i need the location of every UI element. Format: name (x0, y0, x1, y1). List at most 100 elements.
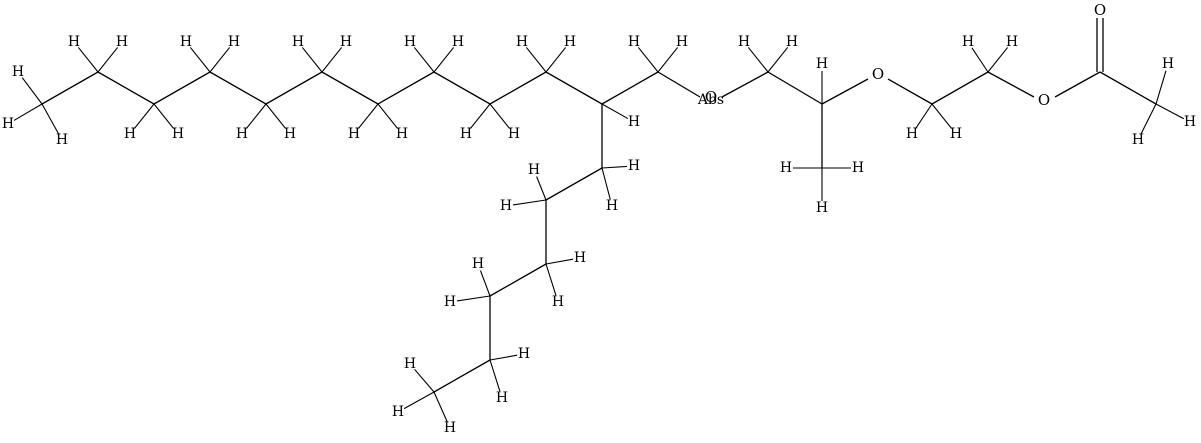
hydrogen-atom: H (452, 34, 464, 50)
hydrogen-atom: H (852, 160, 864, 176)
hydrogen-atom: H (552, 294, 564, 310)
hydrogen-atom: H (738, 34, 750, 50)
carbonyl-methyl-bond (1099, 71, 1157, 105)
c-h-bond (915, 103, 933, 129)
c-h-bond (489, 103, 511, 129)
main-chain-bond (153, 71, 211, 105)
hydrogen-atom: H (628, 34, 640, 50)
main-chain-bond (433, 71, 491, 105)
hydrogen-atom: H (676, 34, 688, 50)
hydrogen-atom: H (574, 250, 586, 266)
hydrogen-atom: H (500, 198, 512, 214)
hydrogen-atom: H (68, 34, 80, 50)
ch2-ch2-bond (931, 71, 989, 105)
c-h-bond (456, 295, 491, 302)
c-h-bond (601, 103, 629, 120)
c-h-bond (413, 47, 435, 73)
hydrogen-atom: H (518, 346, 530, 362)
hydrogen-atom: H (116, 34, 128, 50)
main-chain-bond (97, 71, 155, 105)
ch-o-bond (821, 78, 869, 105)
main-chain-bond (265, 71, 323, 105)
hydrogen-atom: H (404, 34, 416, 50)
o-carbonyl-bond (1054, 71, 1101, 98)
c-h-bond (1155, 103, 1185, 120)
hydrogen-atom: H (236, 126, 248, 142)
c-h-bond (265, 103, 287, 129)
c-h-bond (545, 258, 574, 265)
o-ch2-bond (721, 71, 769, 98)
c-h-bond (153, 103, 175, 129)
ester-oxygen: O (1038, 91, 1050, 109)
c-h-bond (536, 176, 547, 201)
c-h-bond (209, 47, 231, 73)
ch2-bond (601, 71, 659, 105)
branch-chain-bond (489, 263, 547, 297)
main-chain-bond (321, 71, 379, 105)
hydrogen-atom: H (180, 34, 192, 50)
ether-oxygen-2: O (872, 65, 884, 83)
c-h-bond (433, 391, 448, 422)
c-h-bond (133, 103, 155, 129)
hydrogen-atom: H (444, 294, 456, 310)
c-h-bond (512, 199, 547, 206)
hydrogen-atom: H (1162, 56, 1174, 72)
main-chain-bond (209, 71, 267, 105)
hydrogen-atom: H (396, 126, 408, 142)
hydrogen-atom: H (786, 34, 798, 50)
branch-chain-bond (545, 167, 603, 201)
c-h-bond (601, 167, 611, 200)
c-h-bond (1155, 70, 1167, 105)
c-h-bond (189, 47, 211, 73)
c-h-bond (469, 103, 491, 129)
c-h-bond (601, 165, 628, 169)
hydrogen-atom: H (348, 126, 360, 142)
c-h-bond (357, 103, 379, 129)
hydrogen-atom: H (12, 64, 24, 80)
hydrogen-atom: H (496, 390, 508, 406)
hydrogen-atom: H (392, 404, 404, 420)
branch-chain-bond (433, 359, 491, 393)
c-h-bond (377, 103, 399, 129)
c-h-bond (657, 47, 679, 73)
c-h-bond (971, 47, 989, 73)
c-h-bond (414, 368, 435, 393)
c-h-bond (525, 47, 547, 73)
hydrogen-atom: H (292, 34, 304, 50)
c-h-bond (545, 47, 567, 73)
main-chain-bond (545, 71, 603, 105)
ch2-o-bond (657, 71, 701, 98)
hydrogen-atom: H (962, 34, 974, 50)
c-h-bond (987, 47, 1009, 73)
c-h-bond (1140, 103, 1157, 134)
hydrogen-atom: H (340, 34, 352, 50)
c-h-bond (97, 47, 119, 73)
hydrogen-atom: H (628, 114, 640, 130)
hydrogen-atom: H (284, 126, 296, 142)
hydrogen-atom: H (56, 132, 68, 148)
o-ch2-bond (887, 78, 933, 105)
c-h-bond (433, 47, 455, 73)
c-h-bond (489, 359, 501, 392)
c-h-bond (21, 77, 43, 105)
c-h-bond (41, 103, 60, 135)
hydrogen-atom: H (1184, 114, 1196, 130)
hydrogen-atom: H (564, 34, 576, 50)
hydrogen-atom: H (1006, 34, 1018, 50)
c-h-bond (931, 103, 953, 129)
hydrogen-atom: H (508, 126, 520, 142)
hydrogen-atom: H (950, 126, 962, 142)
ch2-o-ester-bond (987, 71, 1035, 98)
c-h-bond (479, 270, 491, 297)
hydrogen-atom: H (472, 256, 484, 272)
hydrogen-bonds (13, 47, 1185, 422)
hydrogen-atom: H (1132, 132, 1144, 148)
hydrogen-atom: H (516, 34, 528, 50)
hydrogen-atom: H (460, 126, 472, 142)
hydrogen-atom: H (124, 126, 136, 142)
abs-stereo-label: Abs (697, 92, 724, 108)
c-h-bond (245, 103, 267, 129)
hydrogen-atom: H (606, 198, 618, 214)
c-h-bond (321, 47, 343, 73)
